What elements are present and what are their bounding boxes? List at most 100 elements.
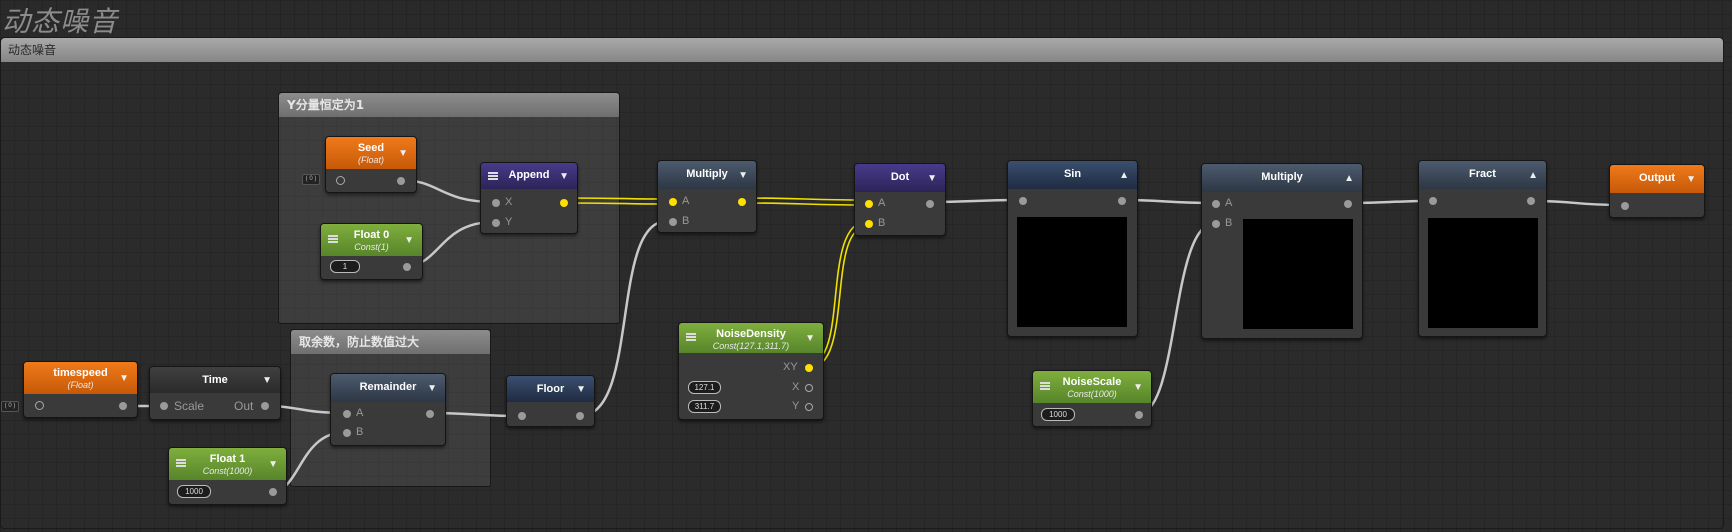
menu-icon[interactable] [488,172,498,180]
dropdown-caret-icon[interactable]: ▼ [1686,174,1696,185]
noise-density-y-port[interactable] [805,403,813,411]
noise-density-y-value[interactable]: 311.7 [688,400,721,413]
remainder-output-port[interactable] [426,410,434,418]
dropdown-caret-icon[interactable]: ▼ [576,384,586,395]
noise-scale-node[interactable]: NoiseScale Const(1000) ▼ 1000 [1032,370,1152,427]
noise-density-node[interactable]: NoiseDensity Const(127.1,311.7) ▼ XY 127… [678,322,824,420]
float0-output-port[interactable] [403,263,411,271]
time-node-header[interactable]: Time ▼ [150,367,280,393]
multiply1-input-a-port[interactable] [669,198,677,206]
multiply2-node[interactable]: Multiply ▲ A B [1201,163,1363,339]
dot-input-b-port[interactable] [865,220,873,228]
seed-output-port[interactable] [397,177,405,185]
multiply1-node-header[interactable]: Multiply ▼ [658,161,756,189]
menu-icon[interactable] [328,235,338,243]
dropdown-caret-icon[interactable]: ▼ [119,373,129,384]
remainder-node-header[interactable]: Remainder ▼ [331,374,445,402]
timespeed-mini-field[interactable]: ( 0 ) [1,401,19,412]
dropdown-caret-icon[interactable]: ▼ [805,333,815,344]
dropdown-caret-icon[interactable]: ▼ [262,375,272,386]
dot-output-port[interactable] [926,200,934,208]
output-input-port[interactable] [1621,202,1629,210]
seed-input-port[interactable] [336,176,345,185]
dropdown-caret-icon[interactable]: ▼ [398,148,408,159]
timespeed-node-header[interactable]: timespeed (Float) ▼ [24,362,137,394]
dropdown-caret-icon[interactable]: ▼ [738,170,748,181]
dot-input-a-port[interactable] [865,200,873,208]
noise-scale-output-port[interactable] [1135,411,1143,419]
dropdown-caret-icon[interactable]: ▼ [559,171,569,182]
float1-node-header[interactable]: Float 1 Const(1000) ▼ [169,448,286,480]
multiply2-input-a-port[interactable] [1212,200,1220,208]
seed-node[interactable]: Seed (Float) ▼ [325,136,417,193]
float1-value-field[interactable]: 1000 [177,485,211,498]
multiply2-input-b-port[interactable] [1212,220,1220,228]
remainder-input-b-port[interactable] [343,429,351,437]
sin-node[interactable]: Sin ▲ [1007,160,1138,337]
fract-node[interactable]: Fract ▲ [1418,160,1547,337]
seed-mini-field[interactable]: ( 0 ) [302,174,320,185]
multiply1-output-port[interactable] [738,198,746,206]
append-node[interactable]: Append ▼ X Y [480,162,578,234]
multiply2-output-port[interactable] [1344,200,1352,208]
remainder-input-a-port[interactable] [343,410,351,418]
collapse-caret-icon[interactable]: ▲ [1119,170,1129,181]
output-node[interactable]: Output ▼ [1609,164,1705,218]
noise-density-xy-port[interactable] [805,364,813,372]
dropdown-caret-icon[interactable]: ▼ [268,459,278,470]
timespeed-output-port[interactable] [119,402,127,410]
timespeed-input-port[interactable] [35,401,44,410]
menu-icon[interactable] [686,333,696,341]
dropdown-caret-icon[interactable]: ▼ [404,235,414,246]
group-header-remainder[interactable]: 取余数，防止数值过大 [291,330,490,354]
seed-node-header[interactable]: Seed (Float) ▼ [326,137,416,169]
sin-input-port[interactable] [1019,197,1027,205]
collapse-caret-icon[interactable]: ▲ [1344,173,1354,184]
group-header-y-constant[interactable]: Y分量恒定为1 [279,93,619,117]
floor-input-port[interactable] [518,412,526,420]
float1-output-port[interactable] [269,488,277,496]
time-output-port[interactable] [261,402,269,410]
floor-output-port[interactable] [576,412,584,420]
append-output-port[interactable] [560,199,568,207]
menu-icon[interactable] [1040,382,1050,390]
time-node[interactable]: Time ▼ Scale Out [149,366,281,420]
multiply1-input-b-port[interactable] [669,218,677,226]
float0-node[interactable]: Float 0 Const(1) ▼ 1 [320,223,423,280]
multiply1-node[interactable]: Multiply ▼ A B [657,160,757,233]
dropdown-caret-icon[interactable]: ▼ [927,173,937,184]
menu-icon[interactable] [176,459,186,467]
float1-node[interactable]: Float 1 Const(1000) ▼ 1000 [168,447,287,505]
noise-scale-node-header[interactable]: NoiseScale Const(1000) ▼ [1033,371,1151,403]
fract-input-port[interactable] [1429,197,1437,205]
dropdown-caret-icon[interactable]: ▼ [427,383,437,394]
multiply2-node-header[interactable]: Multiply ▲ [1202,164,1362,192]
sin-node-header[interactable]: Sin ▲ [1008,161,1137,189]
fract-node-header[interactable]: Fract ▲ [1419,161,1546,189]
append-input-x-port[interactable] [492,199,500,207]
floor-node-title: Floor [536,383,565,395]
collapse-caret-icon[interactable]: ▲ [1528,170,1538,181]
append-input-y-port[interactable] [492,219,500,227]
dot-node-header[interactable]: Dot ▼ [855,164,945,192]
timespeed-node[interactable]: timespeed (Float) ▼ [23,361,138,418]
remainder-node[interactable]: Remainder ▼ A B [330,373,446,446]
outer-group-header[interactable]: 动态噪音 [1,38,1723,62]
noise-scale-value-field[interactable]: 1000 [1041,408,1075,421]
fract-output-port[interactable] [1527,197,1535,205]
append-node-header[interactable]: Append ▼ [481,163,577,189]
float0-node-header[interactable]: Float 0 Const(1) ▼ [321,224,422,256]
floor-node[interactable]: Floor ▼ [506,375,595,427]
noise-density-node-header[interactable]: NoiseDensity Const(127.1,311.7) ▼ [679,323,823,353]
sin-output-port[interactable] [1118,197,1126,205]
dot-node-title: Dot [890,171,910,183]
noise-density-x-port[interactable] [805,384,813,392]
noise-density-x-value[interactable]: 127.1 [688,381,721,394]
output-node-header[interactable]: Output ▼ [1610,165,1704,193]
dropdown-caret-icon[interactable]: ▼ [1133,382,1143,393]
floor-node-header[interactable]: Floor ▼ [507,376,594,402]
time-scale-input-port[interactable] [160,402,168,410]
group-remainder[interactable]: 取余数，防止数值过大 [290,329,491,487]
float0-value-field[interactable]: 1 [330,260,360,273]
dot-node[interactable]: Dot ▼ A B [854,163,946,236]
